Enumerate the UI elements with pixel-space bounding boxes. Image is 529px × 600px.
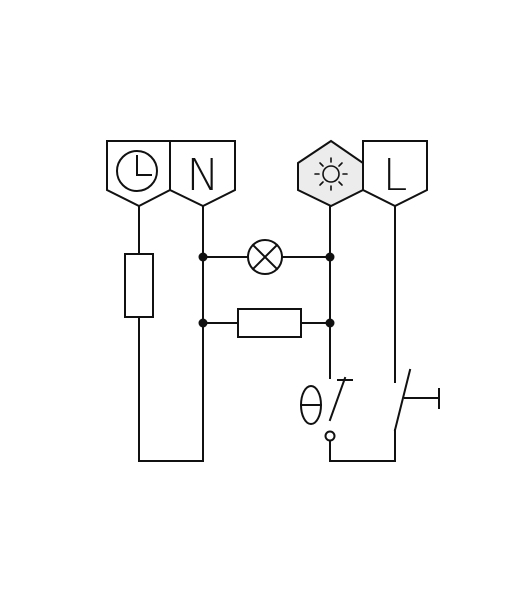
thermostat-switch-blade	[328, 376, 347, 422]
sun-icon	[314, 157, 348, 191]
resistor-vertical	[124, 253, 154, 318]
junction-dot	[325, 252, 335, 262]
live-switch	[393, 368, 440, 432]
wires	[138, 205, 396, 462]
terminal-clock	[106, 140, 171, 208]
thermostat-switch	[324, 376, 353, 442]
terminal-neutral: N	[169, 140, 236, 208]
junction-dot	[198, 252, 208, 262]
terminal-neutral-label: N	[187, 150, 220, 201]
live-switch-blade	[393, 368, 412, 432]
junction-dot	[325, 318, 335, 328]
thermostat-icon	[300, 385, 322, 425]
clock-icon	[116, 150, 158, 192]
terminal-light-sensor	[297, 139, 364, 208]
junction-dot	[198, 318, 208, 328]
terminal-live-label: L	[383, 150, 408, 201]
terminal-live: L	[362, 140, 428, 208]
resistor-horizontal	[237, 308, 302, 338]
thermostat-switch-contact	[324, 430, 336, 442]
light-sensor-house	[297, 139, 364, 208]
lamp-icon	[247, 239, 283, 275]
junctions	[198, 252, 335, 328]
